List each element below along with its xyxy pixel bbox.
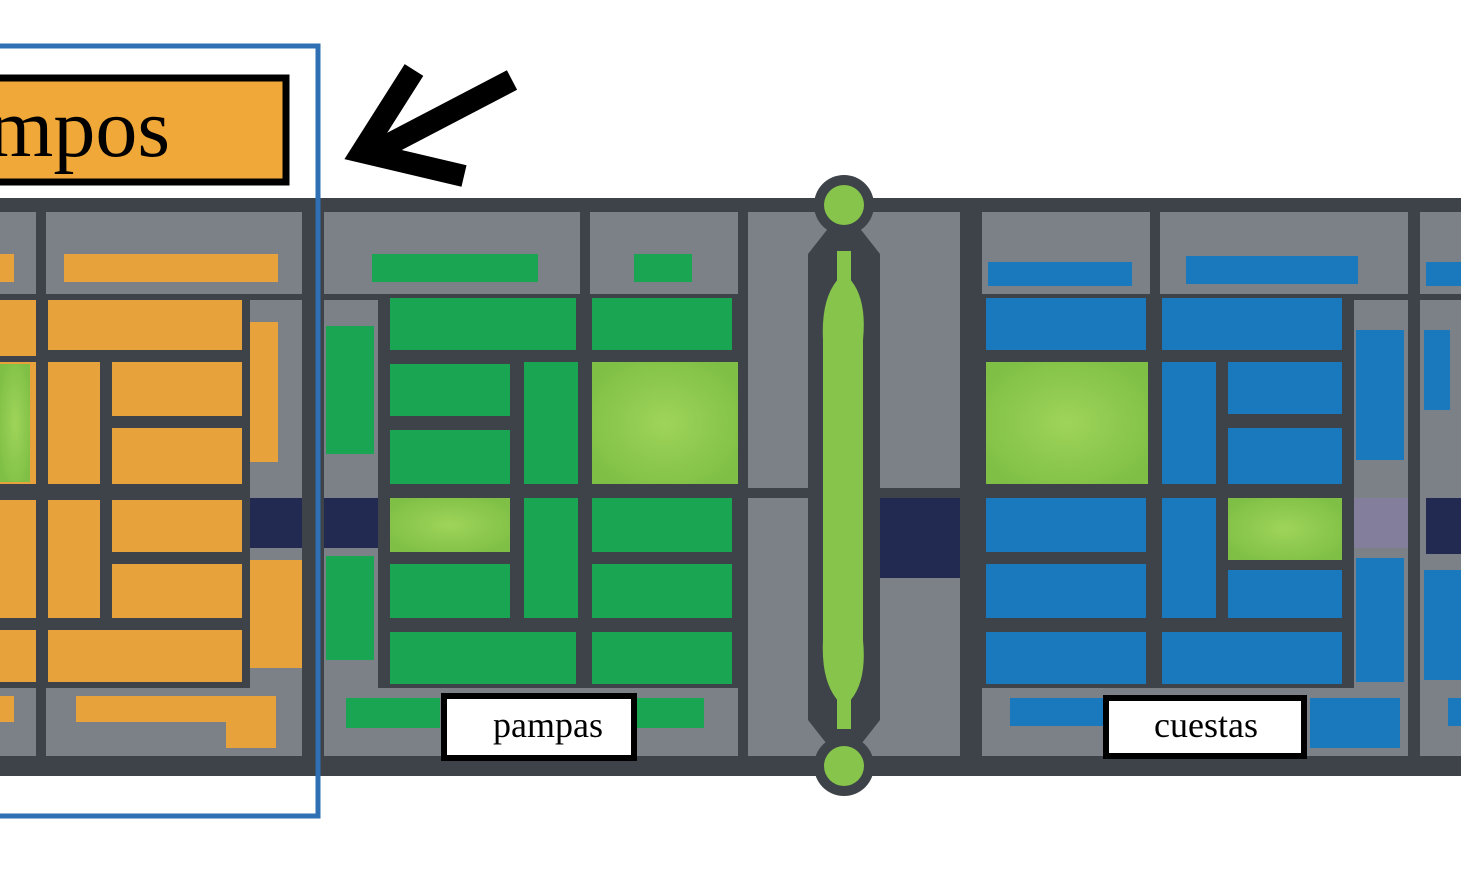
blue-block — [1310, 698, 1400, 748]
green-block — [592, 632, 732, 684]
divider-knob-icon[interactable] — [824, 185, 864, 225]
green-block — [592, 498, 732, 552]
orange-block — [112, 500, 242, 552]
middle-divider — [748, 175, 960, 796]
orange-block — [0, 696, 14, 722]
orange-block — [250, 322, 278, 462]
blue-block — [988, 262, 1132, 286]
green-block — [592, 564, 732, 618]
blue-block — [986, 564, 1146, 618]
highlight-block — [1228, 498, 1342, 560]
blue-block — [1162, 362, 1216, 484]
orange-block — [112, 564, 242, 618]
dark-band — [324, 498, 378, 548]
label-pampas-text: pampas — [493, 705, 603, 745]
dark-band — [250, 498, 302, 548]
green-block — [346, 698, 440, 728]
highlight-block — [0, 364, 30, 482]
blue-block — [1356, 558, 1404, 682]
banner-label: mpos — [0, 82, 170, 175]
orange-block — [48, 300, 242, 350]
green-block — [634, 254, 692, 282]
highlight-block — [592, 362, 738, 484]
orange-block — [0, 500, 36, 618]
blue-block — [1162, 498, 1216, 618]
label-cuestas: cuestas — [1103, 695, 1307, 759]
blue-block — [1424, 570, 1461, 680]
label-box — [441, 693, 637, 761]
purple-block — [1354, 498, 1408, 548]
dark-band — [872, 498, 960, 578]
orange-block — [112, 362, 242, 416]
green-block — [592, 298, 732, 350]
green-block — [390, 632, 576, 684]
orange-block — [0, 300, 36, 356]
green-block — [326, 326, 374, 454]
green-block — [390, 430, 510, 484]
orange-block — [0, 254, 14, 282]
divider-capsule — [820, 249, 866, 731]
banner-box — [0, 74, 290, 186]
green-block — [390, 364, 510, 416]
orange-block — [48, 362, 100, 484]
green-block — [390, 298, 576, 350]
orange-block — [226, 696, 276, 748]
blue-block — [1448, 698, 1461, 726]
green-block — [524, 362, 578, 484]
blue-block — [1162, 632, 1342, 684]
orange-block — [48, 500, 100, 618]
orange-block — [48, 630, 242, 682]
blue-block — [1010, 698, 1106, 726]
blue-block — [1162, 298, 1342, 350]
green-block — [326, 556, 374, 660]
arrow-shaft — [372, 70, 518, 160]
blue-block — [1424, 330, 1450, 410]
blue-block — [1426, 262, 1461, 286]
highlight-block — [986, 362, 1148, 484]
blue-block — [986, 298, 1146, 350]
label-pampas: pampas — [441, 693, 637, 761]
green-block — [636, 698, 704, 728]
blue-block — [1228, 570, 1342, 618]
blue-block — [986, 498, 1146, 552]
label-cuestas-text: cuestas — [1154, 705, 1258, 745]
arrow-pointer-icon — [344, 64, 518, 187]
divider-knob-icon[interactable] — [824, 746, 864, 786]
highlight-block — [390, 498, 510, 552]
green-block — [372, 254, 538, 282]
zone-banner: mpos — [0, 74, 290, 186]
orange-block — [64, 254, 278, 282]
orange-block — [0, 630, 36, 682]
selection-frame[interactable] — [0, 43, 321, 819]
label-box — [1103, 695, 1307, 759]
dark-band — [1426, 498, 1461, 554]
green-block — [524, 498, 578, 618]
blue-block — [1186, 256, 1358, 284]
orange-block — [112, 428, 242, 484]
orange-block — [250, 560, 302, 668]
blue-block — [1228, 428, 1342, 484]
zone-green — [324, 212, 738, 756]
green-block — [390, 564, 510, 618]
arrow-head — [344, 64, 467, 187]
zone-orange — [0, 212, 302, 756]
blue-block — [986, 632, 1146, 684]
blue-block — [1356, 330, 1404, 460]
zone-blue — [982, 212, 1461, 756]
blue-block — [1228, 362, 1342, 414]
